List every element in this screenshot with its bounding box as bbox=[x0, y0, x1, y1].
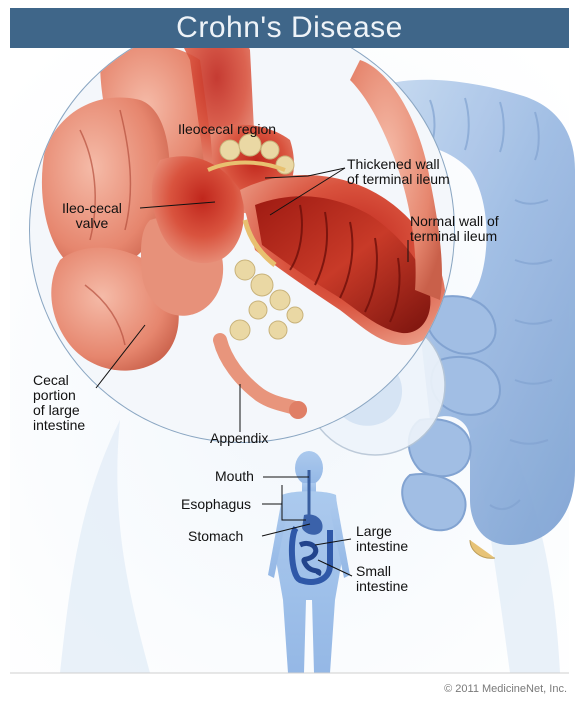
label-line: Cecal bbox=[33, 373, 85, 388]
label-appendix: Appendix bbox=[210, 431, 268, 446]
label-line: of terminal ileum bbox=[347, 172, 450, 187]
label-thickened-wall: Thickened wall of terminal ileum bbox=[347, 157, 450, 187]
label-ileo-cecal-valve: Ileo-cecal valve bbox=[62, 201, 122, 231]
page-title: Crohn's Disease bbox=[176, 11, 403, 45]
label-normal-wall: Normal wall of terminal ileum bbox=[410, 214, 499, 244]
label-ileocecal-region: Ileocecal region bbox=[178, 122, 276, 137]
label-esophagus: Esophagus bbox=[181, 497, 251, 512]
label-cecal-portion: Cecal portion of large intestine bbox=[33, 373, 85, 433]
label-line: Small bbox=[356, 564, 408, 579]
label-line: intestine bbox=[356, 539, 408, 554]
label-line: Large bbox=[356, 524, 408, 539]
label-line: terminal ileum bbox=[410, 229, 499, 244]
label-line: portion bbox=[33, 388, 85, 403]
label-mouth: Mouth bbox=[215, 469, 254, 484]
label-stomach: Stomach bbox=[188, 529, 243, 544]
copyright-notice: © 2011 MedicineNet, Inc. bbox=[444, 683, 567, 695]
label-large-intestine: Large intestine bbox=[356, 524, 408, 554]
label-line: Thickened wall bbox=[347, 157, 450, 172]
label-line: valve bbox=[62, 216, 122, 231]
label-line: intestine bbox=[33, 418, 85, 433]
label-line: intestine bbox=[356, 579, 408, 594]
label-line: Ileo-cecal bbox=[62, 201, 122, 216]
label-line: of large bbox=[33, 403, 85, 418]
title-banner: Crohn's Disease bbox=[10, 8, 569, 48]
label-small-intestine: Small intestine bbox=[356, 564, 408, 594]
label-line: Normal wall of bbox=[410, 214, 499, 229]
